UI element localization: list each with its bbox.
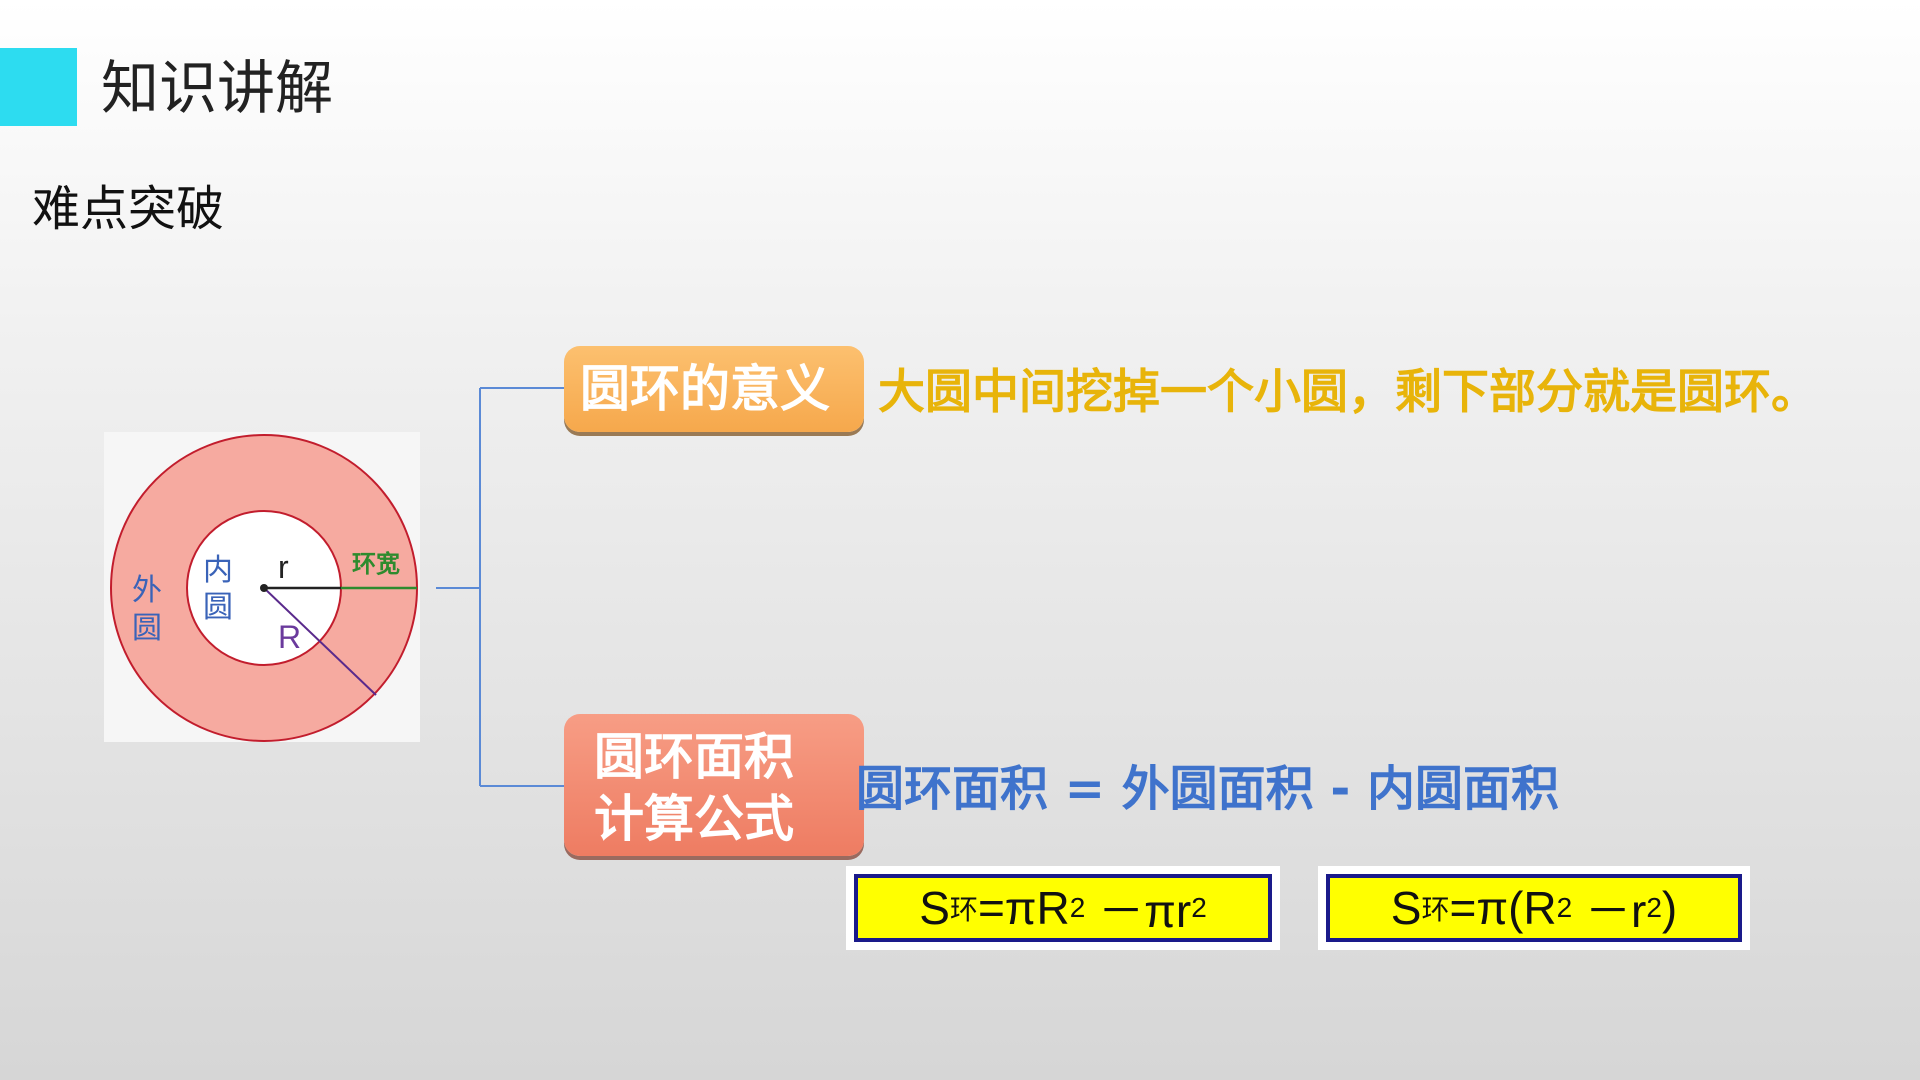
- outer-label-1: 外: [132, 573, 162, 608]
- inner-label-2: 圆: [203, 590, 233, 625]
- ring-width-label: 环宽: [352, 550, 400, 578]
- page-title: 知识讲解: [101, 54, 334, 122]
- inner-label-1: 内: [203, 553, 233, 588]
- area-formula-text: 圆环面积 = 外圆面积 - 内圆面积: [856, 761, 1559, 817]
- big-radius-line: [263, 587, 377, 696]
- meaning-heading: 圆环的意义: [564, 346, 864, 432]
- formula-heading-line1: 圆环面积: [594, 728, 794, 786]
- outer-label-2: 圆: [132, 611, 162, 646]
- small-radius-label: r: [278, 549, 289, 585]
- section-subtitle: 难点突破: [32, 181, 225, 237]
- big-radius-label: R: [278, 619, 301, 655]
- meaning-definition: 大圆中间挖掉一个小圆，剩下部分就是圆环。: [878, 365, 1818, 420]
- header-accent-bar: [0, 48, 77, 126]
- formula-heading: 圆环面积 计算公式: [564, 714, 864, 856]
- center-point: [260, 584, 268, 592]
- formula-heading-line2: 计算公式: [594, 790, 794, 848]
